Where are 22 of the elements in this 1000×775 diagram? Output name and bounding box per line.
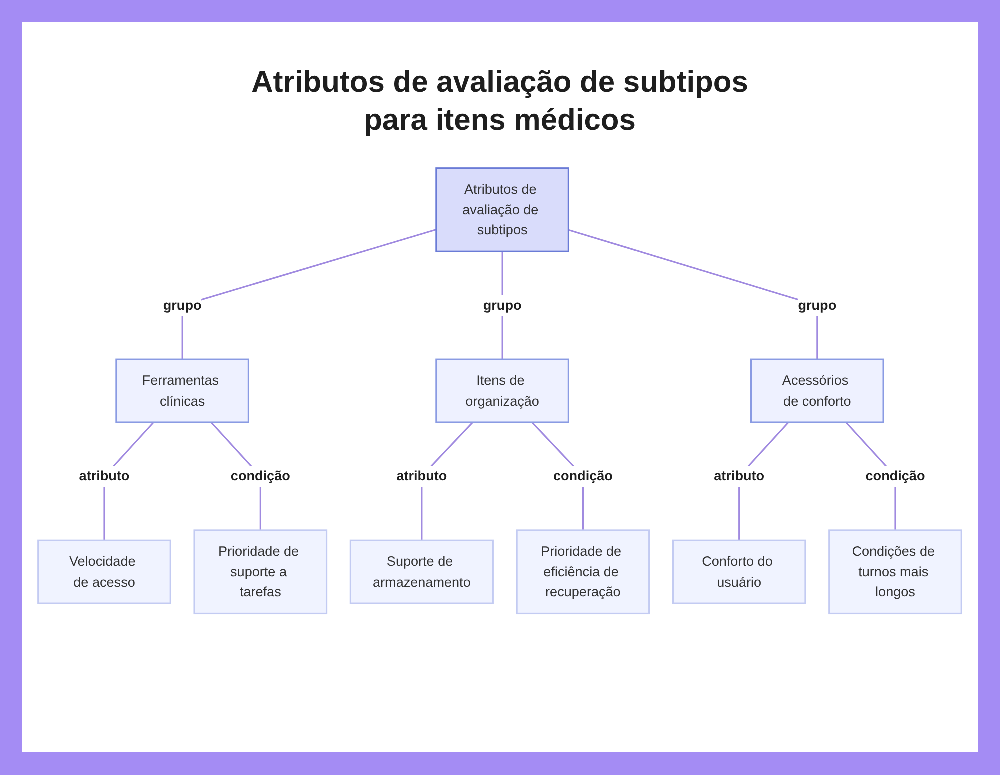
edge-label: condição — [866, 468, 926, 484]
node-box: Itens de organização — [436, 358, 570, 424]
edge-label: atributo — [396, 468, 448, 484]
diagram-title: Atributos de avaliação de subtipos para itens médicos — [250, 65, 750, 138]
edge-label: grupo — [483, 298, 522, 313]
edge-label: grupo — [798, 298, 837, 313]
edge-label: atributo — [79, 468, 130, 484]
edge-label: condição — [230, 468, 290, 484]
node-box: Prioridade de eficiência de recuperação — [516, 530, 650, 615]
node-box: Suporte de armazenamento — [350, 540, 494, 604]
connector — [568, 229, 818, 360]
node-box: Prioridade de suporte a tarefas — [194, 530, 328, 615]
edge-label: atributo — [714, 468, 765, 484]
node-box: Condições de turnos mais longos — [828, 530, 962, 615]
node-box: Acessórios de conforto — [750, 358, 884, 424]
node-box: Velocidade de acesso — [38, 540, 172, 604]
edge-label: condição — [553, 468, 613, 484]
node-box: Conforto do usuário — [672, 540, 806, 604]
edge-label: grupo — [163, 298, 202, 313]
connector — [182, 229, 437, 360]
node-box: Ferramentas clínicas — [116, 358, 250, 424]
node-box: Atributos de avaliação de subtipos — [436, 168, 570, 252]
